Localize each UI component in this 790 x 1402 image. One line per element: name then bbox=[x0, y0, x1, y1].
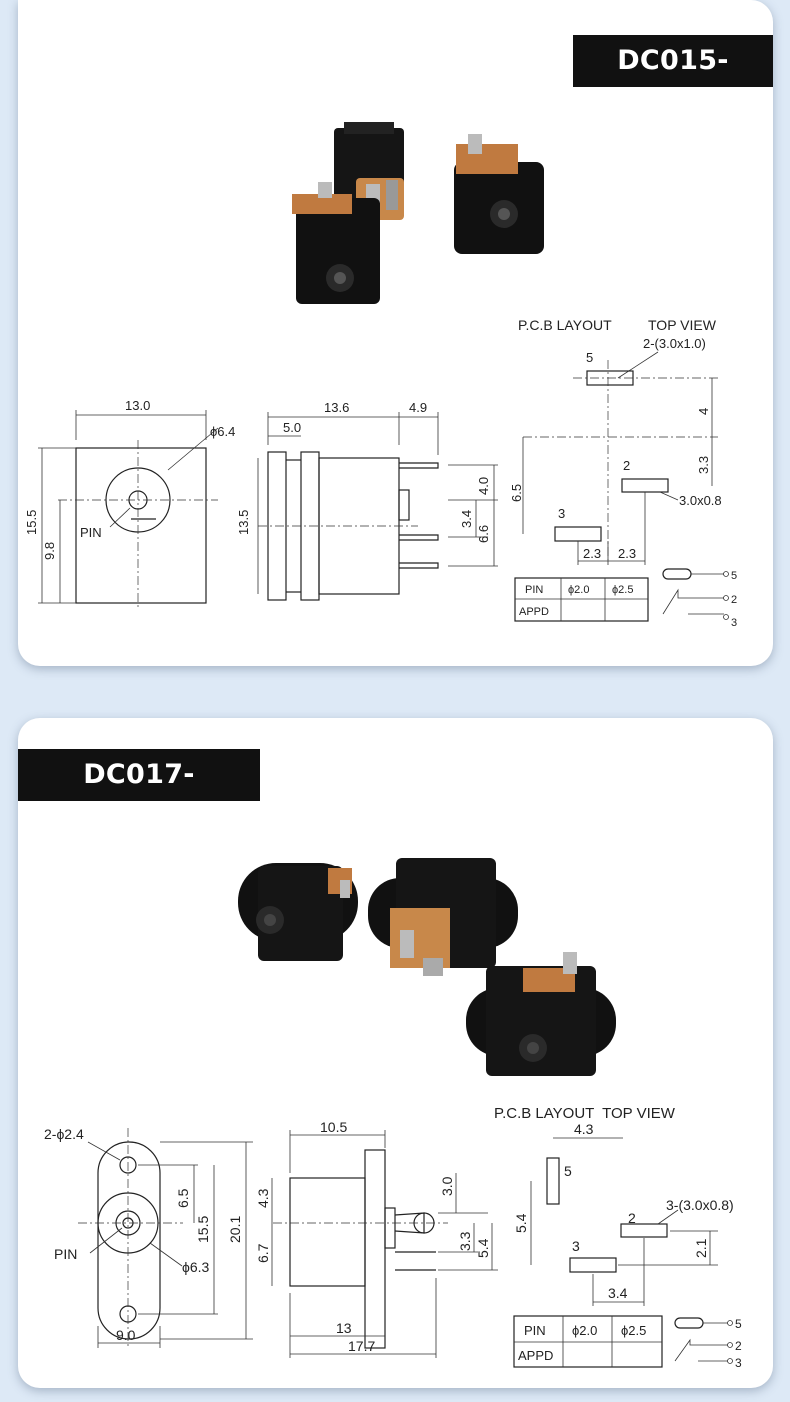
dim-15-5: 15.5 bbox=[195, 1216, 211, 1243]
product-card-dc015: DC015-5.5MM 13.0 bbox=[18, 0, 773, 666]
table-cell: APPD bbox=[518, 1348, 553, 1363]
slot-top-label: 2-(3.0x1.0) bbox=[643, 336, 706, 351]
pin-label: PIN bbox=[54, 1246, 77, 1262]
dim-3-3: 3.3 bbox=[457, 1231, 473, 1251]
pin2-label: 2 bbox=[623, 458, 630, 473]
dim-4-3: 4.3 bbox=[255, 1188, 271, 1208]
pad-3 bbox=[569, 1257, 617, 1273]
dim-17-7: 17.7 bbox=[348, 1338, 375, 1354]
product-card-dc017: DC017-5.5MM 2-ϕ2. bbox=[18, 718, 773, 1388]
side-height: 13.5 bbox=[236, 510, 251, 535]
table-cell: ϕ2.0 bbox=[568, 584, 589, 596]
dim-5-4: 5.4 bbox=[475, 1238, 491, 1258]
dim-13: 13 bbox=[336, 1320, 352, 1336]
side-length: 10.5 bbox=[320, 1119, 347, 1135]
pin-table: PIN ϕ2.0 ϕ2.5 APPD bbox=[513, 1315, 663, 1368]
dim-3-3: 3.3 bbox=[696, 456, 711, 474]
pad-2 bbox=[620, 1223, 668, 1238]
dim-4-3: 4.3 bbox=[574, 1121, 594, 1137]
dim-20-1: 20.1 bbox=[227, 1216, 243, 1243]
dim-2-3a: 2.3 bbox=[583, 546, 601, 561]
dim-6-5: 6.5 bbox=[509, 484, 524, 502]
product-photo bbox=[238, 858, 616, 1076]
pad-2 bbox=[621, 478, 669, 493]
jack-schematic: 5 2 3 bbox=[674, 1317, 742, 1370]
slot-right-label: 3.0x0.8 bbox=[679, 493, 722, 508]
table-cell: ϕ2.5 bbox=[612, 584, 633, 596]
dim-3-0: 3.0 bbox=[439, 1176, 455, 1196]
pcb-title: P.C.B LAYOUT bbox=[518, 317, 612, 333]
schematic-pin3: 3 bbox=[731, 617, 737, 629]
front-width: 13.0 bbox=[125, 398, 150, 413]
front-center-height: 9.8 bbox=[42, 542, 57, 560]
pad-3 bbox=[554, 526, 602, 542]
side-length: 13.6 bbox=[324, 400, 349, 415]
hole-dia: ϕ6.3 bbox=[182, 1259, 210, 1275]
table-cell: APPD bbox=[519, 606, 549, 618]
schematic-pin2: 2 bbox=[735, 1339, 742, 1353]
pin5-label: 5 bbox=[586, 350, 593, 365]
front-width: 9.0 bbox=[116, 1327, 136, 1343]
dim-2-1: 2.1 bbox=[693, 1238, 709, 1258]
product-photo bbox=[292, 122, 544, 304]
side-view: 13.6 4.9 5.0 13.5 4.0 3.4 6.6 bbox=[236, 400, 498, 601]
table-cell: PIN bbox=[525, 584, 543, 596]
dc017-drawings: 2-ϕ2.4 6.5 15.5 20.1 PIN ϕ6.3 9.0 bbox=[44, 1105, 742, 1370]
mount-holes: 2-ϕ2.4 bbox=[44, 1126, 84, 1142]
schematic-pin5: 5 bbox=[731, 570, 737, 582]
model-title: DC015-5.5MM bbox=[573, 35, 773, 128]
side-pin-gap: 3.4 bbox=[459, 510, 474, 528]
dim-3-4: 3.4 bbox=[608, 1285, 628, 1301]
model-title: DC017-5.5MM bbox=[18, 749, 260, 842]
table-cell: PIN bbox=[524, 1323, 546, 1338]
slot-label: 3-(3.0x0.8) bbox=[666, 1197, 734, 1213]
side-view: 10.5 4.3 6.7 3.0 3.3 5.4 13 17.7 bbox=[255, 1119, 498, 1358]
side-flange: 5.0 bbox=[283, 420, 301, 435]
side-pin-span: 6.6 bbox=[476, 525, 491, 543]
side-pin-offset: 4.0 bbox=[476, 477, 491, 495]
pcb-top-view: TOP VIEW bbox=[648, 317, 717, 333]
front-hole-dia: ϕ6.4 bbox=[210, 424, 235, 439]
dim-5-4: 5.4 bbox=[513, 1213, 529, 1233]
table-cell: ϕ2.5 bbox=[621, 1323, 646, 1338]
jack-schematic: 5 2 3 bbox=[662, 568, 737, 629]
pin3-label: 3 bbox=[558, 506, 565, 521]
front-height: 15.5 bbox=[24, 510, 39, 535]
pcb-layout: P.C.B LAYOUT TOP VIEW 4.3 5 5.4 2 3-(3.0… bbox=[494, 1105, 734, 1306]
dim-6-5: 6.5 bbox=[175, 1188, 191, 1208]
schematic-pin3: 3 bbox=[735, 1356, 742, 1370]
schematic-pin2: 2 bbox=[731, 594, 737, 606]
front-view: 13.0 ϕ6.4 15.5 9.8 PIN bbox=[24, 398, 235, 610]
pin-label: PIN bbox=[80, 525, 102, 540]
pcb-title: P.C.B LAYOUT TOP VIEW bbox=[494, 1105, 676, 1122]
pcb-layout: P.C.B LAYOUT TOP VIEW 2-(3.0x1.0) 5 4 3.… bbox=[509, 317, 722, 565]
front-body-outline bbox=[75, 447, 207, 604]
dim-6-7: 6.7 bbox=[255, 1243, 271, 1263]
pad-5 bbox=[546, 1157, 560, 1205]
pin-table: PIN ϕ2.0 ϕ2.5 APPD bbox=[514, 577, 649, 622]
table-cell: ϕ2.0 bbox=[572, 1323, 597, 1338]
dim-2-3b: 2.3 bbox=[618, 546, 636, 561]
pin2-label: 2 bbox=[628, 1210, 636, 1226]
dim-4: 4 bbox=[696, 408, 711, 415]
pin3-label: 3 bbox=[572, 1238, 580, 1254]
schematic-pin5: 5 bbox=[735, 1317, 742, 1331]
side-pin-length: 4.9 bbox=[409, 400, 427, 415]
dc015-drawings: 13.0 ϕ6.4 15.5 9.8 PIN bbox=[24, 317, 737, 629]
pin5-label: 5 bbox=[564, 1163, 572, 1179]
front-view: 2-ϕ2.4 6.5 15.5 20.1 PIN ϕ6.3 9.0 bbox=[44, 1126, 253, 1348]
